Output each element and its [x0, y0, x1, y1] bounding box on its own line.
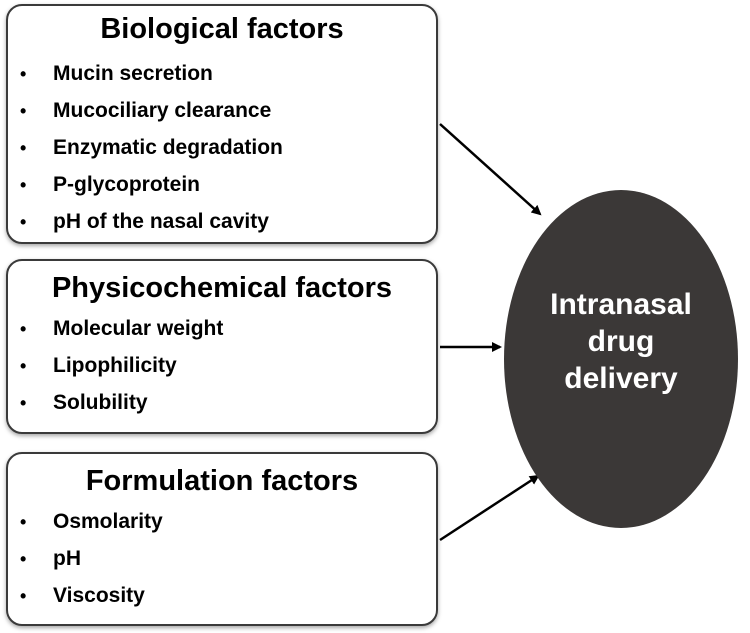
physicochemical-factors-title: Physicochemical factors	[51, 272, 393, 304]
biological-factors-title: Biological factors	[100, 13, 344, 45]
physicochemical-factors-box: Physicochemical factors • Molecular weigh…	[6, 259, 438, 434]
intranasal-drug-delivery-label: Intranasal drug delivery	[502, 286, 740, 397]
list-item-label: Viscosity	[53, 584, 145, 607]
bullet: •	[20, 586, 27, 606]
formulation-factors-list: • Osmolarity • pH • Viscosity	[20, 509, 163, 620]
bullet: •	[20, 212, 27, 232]
bullet: •	[20, 319, 27, 339]
ellipse-shape	[504, 190, 738, 528]
list-item-label: Lipophilicity	[53, 354, 177, 377]
list-item: • Lipophilicity	[20, 353, 223, 390]
list-item-label: pH	[53, 547, 81, 570]
list-item: • pH of the nasal cavity	[20, 209, 283, 246]
list-item: • pH	[20, 546, 163, 583]
formulation-factors-box: Formulation factors • Osmolarity • pH • Vis…	[6, 452, 438, 626]
list-item: • Solubility	[20, 390, 223, 427]
intranasal-drug-delivery-node: Intranasal drug delivery	[502, 188, 740, 530]
list-item-label: Mucociliary clearance	[53, 99, 272, 122]
center-label-line: delivery	[564, 362, 678, 395]
arrow-formulation-to-delivery	[439, 474, 540, 542]
formulation-factors-title: Formulation factors	[85, 465, 359, 497]
bullet: •	[20, 101, 27, 121]
biological-factors-list: •Mucin secretion •Mucociliary clearance …	[20, 61, 283, 246]
list-item-label: Molecular weight	[53, 317, 224, 340]
biological-factors-box: Biological factors • Mucin secretion • Muc…	[6, 4, 438, 244]
list-item-label: pH of the nasal cavity	[53, 210, 269, 233]
list-item: • Mucociliary clearance	[20, 98, 283, 135]
bullet: •	[20, 549, 27, 569]
list-item-label: Solubility	[53, 391, 148, 414]
bullet: •	[20, 393, 27, 413]
list-item: • Viscosity	[20, 583, 163, 620]
bullet: •	[20, 512, 27, 532]
bullet: •	[20, 175, 27, 195]
list-item-label: Osmolarity	[53, 510, 163, 533]
arrow-biological-to-delivery	[439, 123, 542, 216]
list-item-label: Enzymatic degradation	[53, 136, 283, 159]
list-item: • Mucin secretion	[20, 61, 283, 98]
bullet: •	[20, 138, 27, 158]
center-label-line: drug	[587, 325, 655, 358]
bullet: •	[20, 64, 27, 84]
list-item-label: P-glycoprotein	[53, 173, 201, 196]
list-item-label: Mucin secretion	[53, 62, 213, 85]
physicochemical-factors-list: • Molecular weight • Lipophilicity • Solubi…	[20, 316, 223, 427]
list-item: • Molecular weight	[20, 316, 223, 353]
center-label-line: Intranasal	[550, 288, 692, 321]
list-item: • P-glycoprotein	[20, 172, 283, 209]
bullet: •	[20, 356, 27, 376]
list-item: • Enzymatic degradation	[20, 135, 283, 172]
list-item: • Osmolarity	[20, 509, 163, 546]
